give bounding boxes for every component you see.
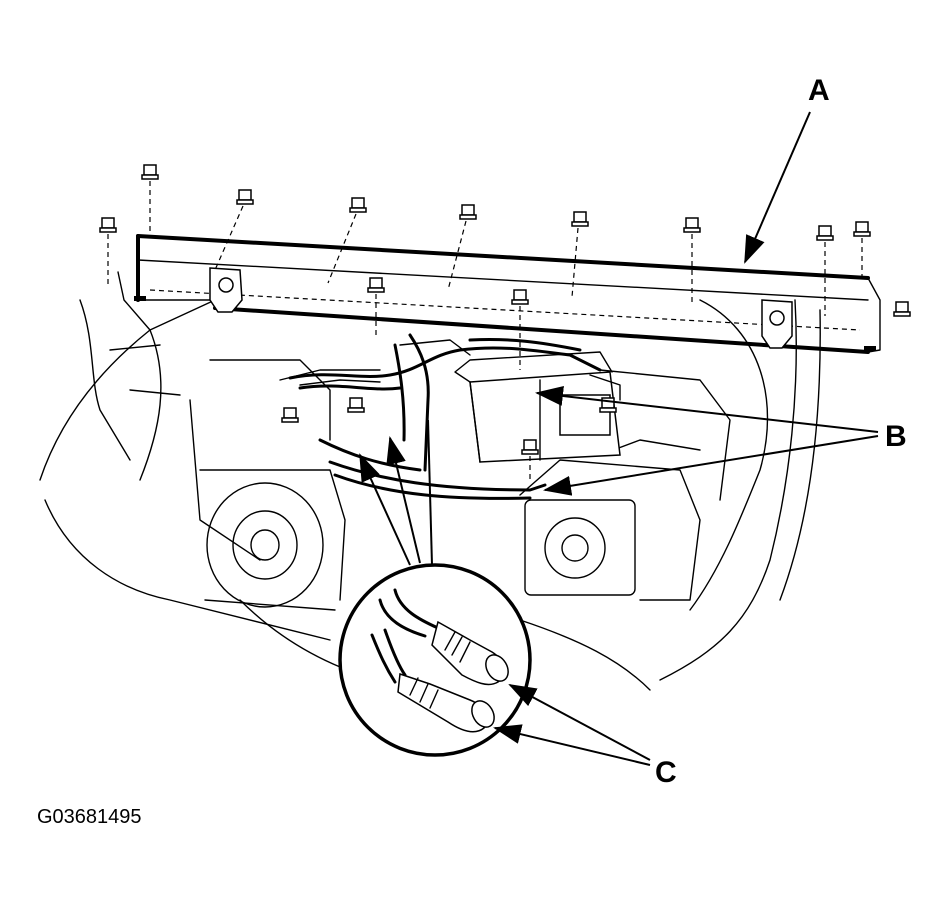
bolt-icon (99, 217, 117, 288)
bolt-icon (599, 397, 617, 413)
bolt-icon (447, 204, 477, 291)
callout-a-label: A (808, 74, 830, 107)
bolt-icon (571, 211, 589, 298)
connector-detail-inset (338, 563, 532, 757)
inset-leaders (359, 419, 433, 566)
engine-block-right (519, 439, 701, 601)
transmission-housing (199, 469, 346, 611)
callout-c-label: C (655, 756, 677, 789)
callout-a: A (744, 74, 830, 264)
bolt-icon (281, 407, 299, 423)
bolt-icon (214, 189, 254, 271)
bolt-icon (893, 301, 911, 317)
wire-harness (288, 333, 621, 500)
bolt-icon (683, 217, 701, 303)
callout-b-label: B (885, 420, 907, 453)
bolt-icon (367, 277, 385, 338)
bolt-icon (853, 221, 871, 282)
bolt-icon (521, 439, 539, 480)
callout-b: B (535, 386, 907, 496)
bolt-icon (141, 164, 159, 235)
bolt-icon (327, 197, 367, 284)
mounting-bolts (99, 164, 911, 480)
crossmember-bar (134, 234, 881, 354)
callout-c: C (493, 684, 677, 789)
bolt-icon (816, 225, 834, 316)
bolt-icon (511, 289, 529, 370)
bolt-icon (347, 397, 365, 413)
figure-id: G03681495 (37, 806, 142, 828)
